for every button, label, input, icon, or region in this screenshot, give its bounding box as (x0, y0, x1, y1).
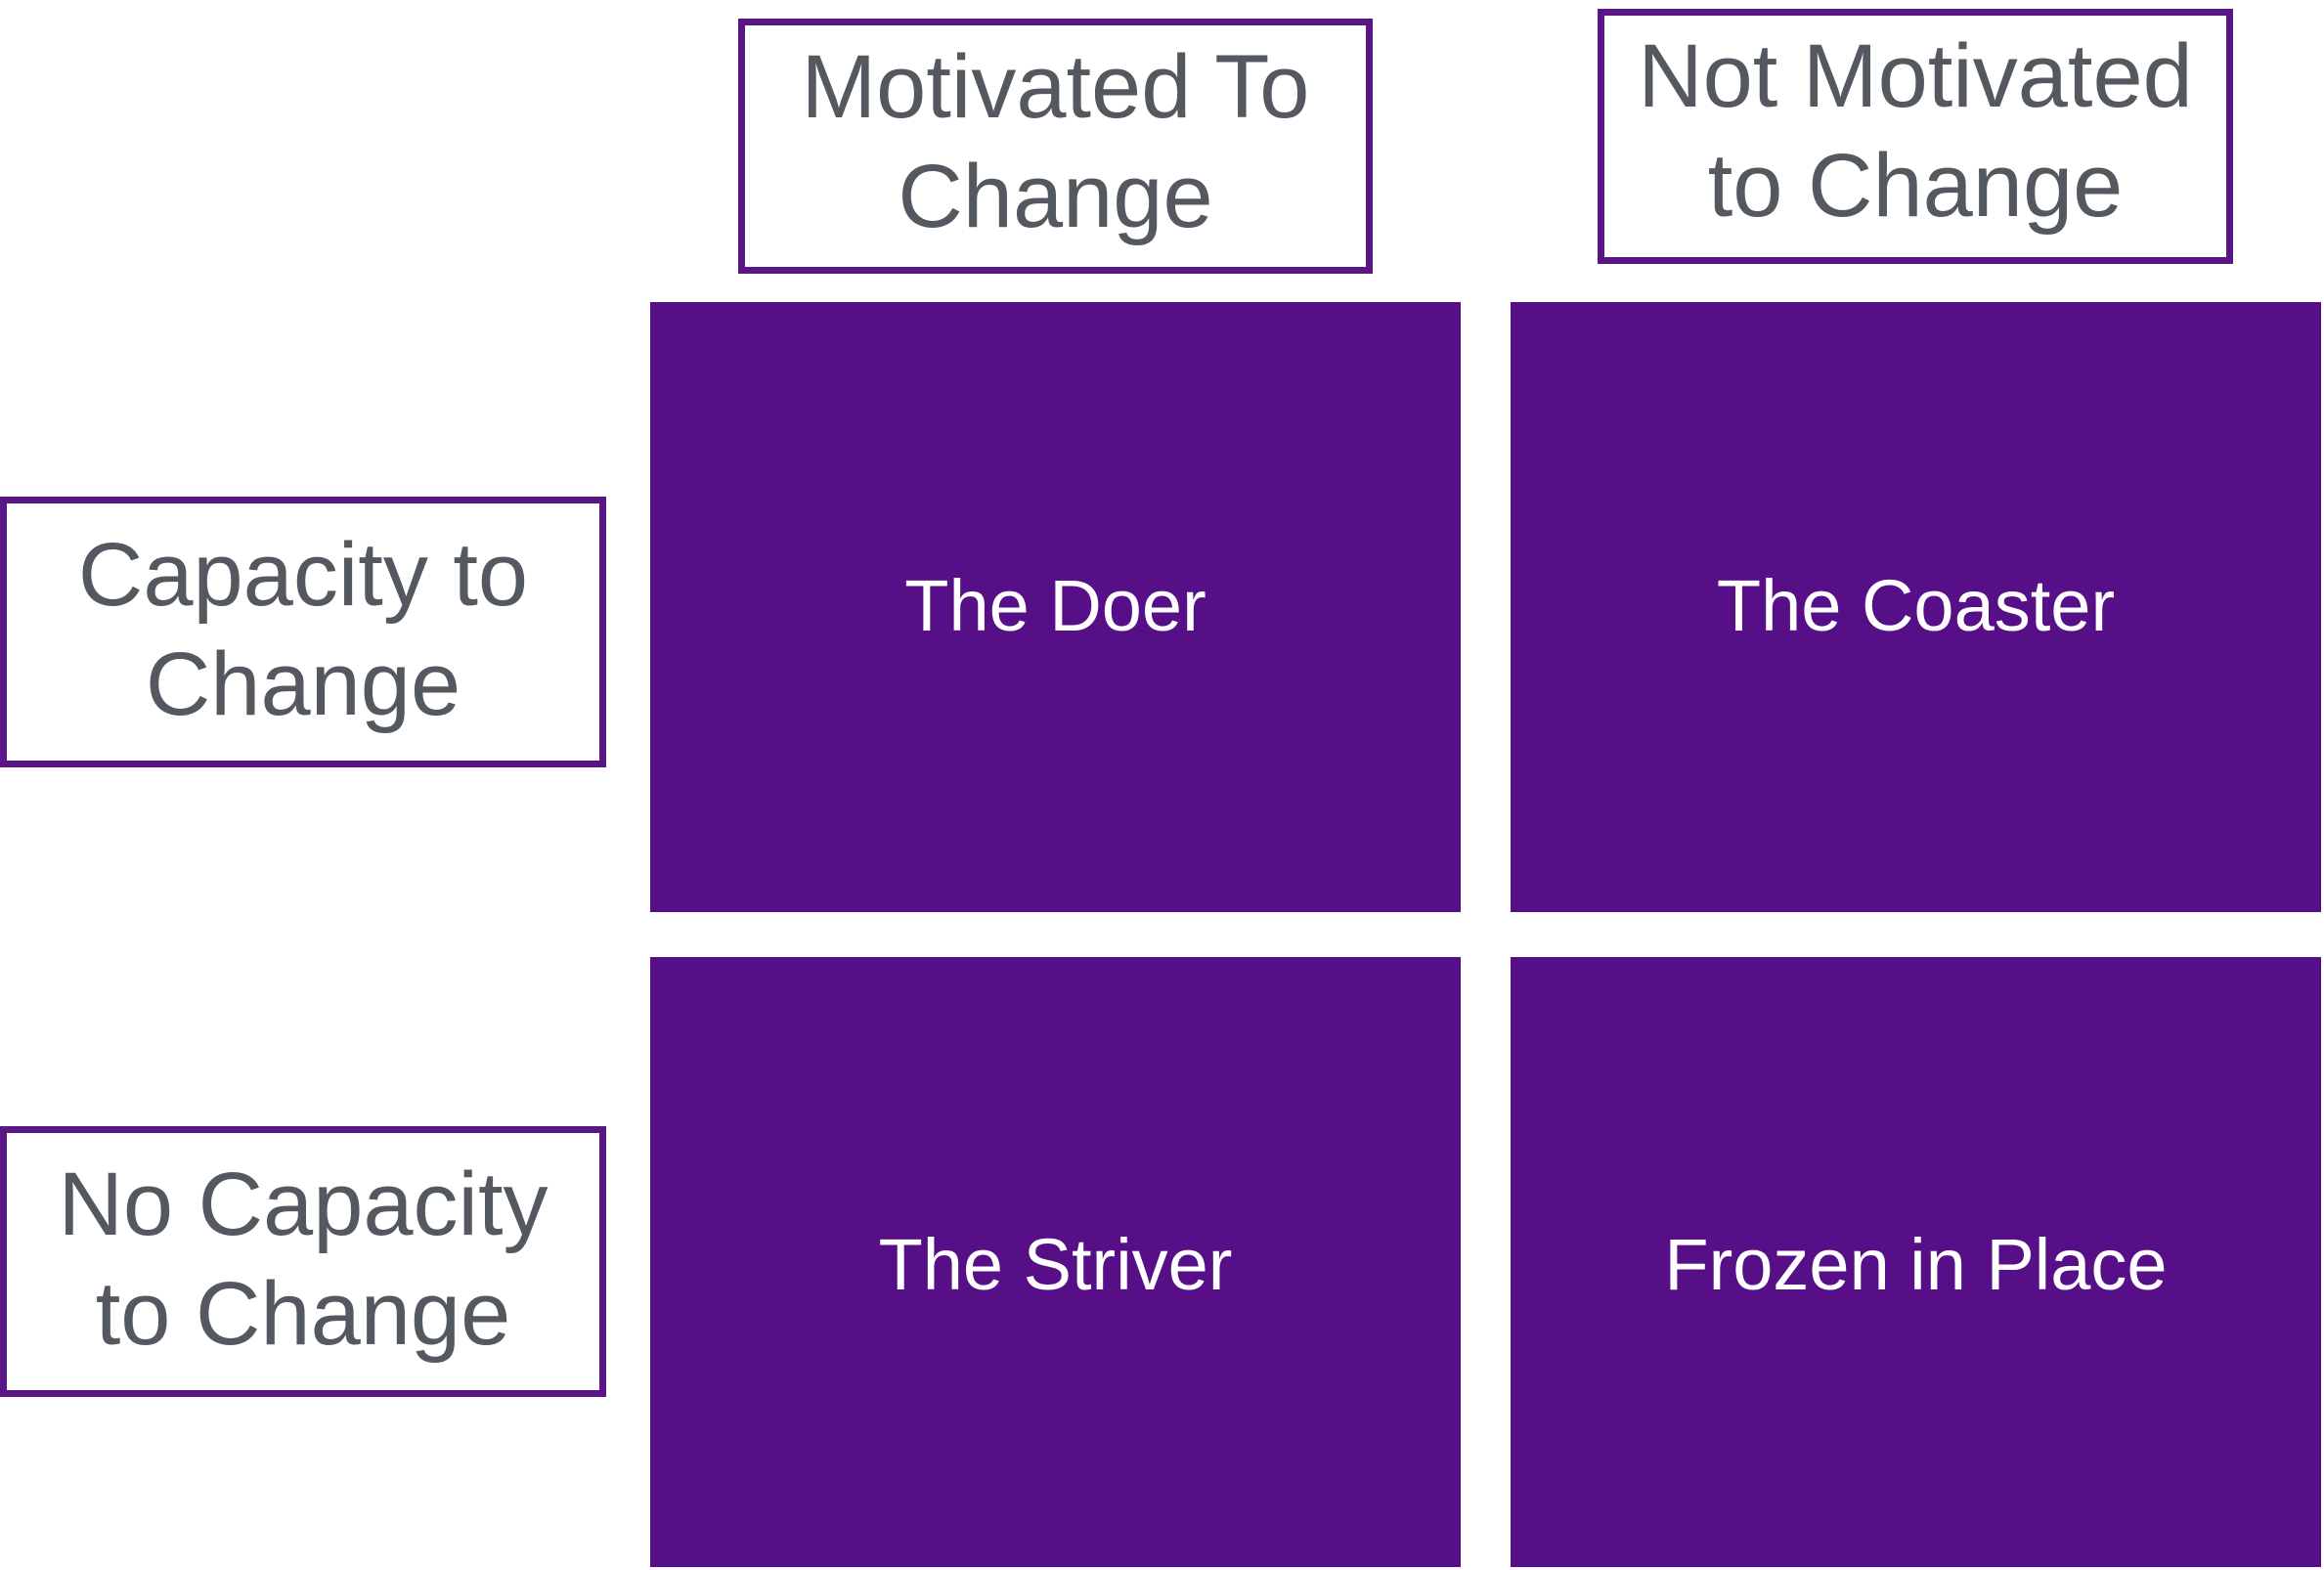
column-header-motivated-label: Motivated To Change (801, 36, 1310, 246)
quadrant-frozen-in-place: Frozen in Place (1511, 957, 2321, 1567)
row-header-capacity: Capacity to Change (0, 497, 606, 767)
quadrant-the-doer: The Doer (650, 302, 1461, 912)
row-header-no-capacity: No Capacity to Change (0, 1126, 606, 1397)
row-header-capacity-label: Capacity to Change (77, 524, 529, 734)
quadrant-frozen-in-place-label: Frozen in Place (1664, 1224, 2168, 1305)
row-header-no-capacity-label: No Capacity to Change (58, 1154, 548, 1364)
column-header-motivated: Motivated To Change (738, 19, 1373, 274)
quadrant-the-striver-label: The Striver (878, 1224, 1233, 1305)
quadrant-the-coaster-label: The Coaster (1716, 564, 2116, 646)
column-header-not-motivated-label: Not Motivated to Change (1638, 25, 2193, 236)
quadrant-the-coaster: The Coaster (1511, 302, 2321, 912)
column-header-not-motivated: Not Motivated to Change (1598, 9, 2233, 264)
quadrant-the-doer-label: The Doer (904, 564, 1206, 646)
quadrant-the-striver: The Striver (650, 957, 1461, 1567)
